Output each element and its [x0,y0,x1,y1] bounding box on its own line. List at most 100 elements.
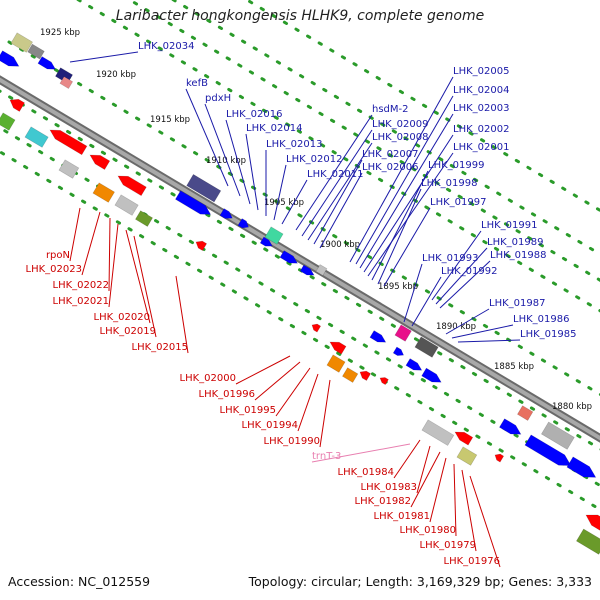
reverse-gene-label: LHK_01983 [361,482,417,493]
feature-block [541,421,575,450]
reverse-gene-label-leader [275,367,311,417]
reverse-gene-label: LHK_01982 [355,496,411,507]
forward-gene-label-leader [367,152,454,277]
reverse-gene-arrow [585,514,600,531]
forward-gene-arrow-shape [392,346,405,356]
feature-block [421,419,455,446]
feature-block [0,112,16,131]
reverse-gene-arrow [49,129,88,156]
feature-block-shape [0,112,16,131]
forward-gene-label: LHK_02034 [138,41,194,52]
reverse-gene-label: LHK_01990 [264,436,320,447]
reverse-gene-arrow [494,453,505,463]
position-tick-label: 1920 kbp [96,70,136,80]
reverse-gene-label: LHK_01984 [338,467,394,478]
forward-gene-label: LHK_02007 [362,149,418,160]
reverse-gene-label: LHK_02000 [180,373,236,384]
reverse-gene-label-leader [453,463,457,537]
forward-gene-label-leader [69,51,139,63]
forward-gene-arrow [421,367,442,383]
feature-block [414,336,439,358]
feature-block [135,210,153,227]
forward-gene-label-leader [457,339,521,343]
forward-gene-arrow-shape [299,264,315,276]
forward-gene-arrow-shape [421,367,442,383]
forward-gene-label-leader [383,207,431,287]
forward-gene-arrow-shape [259,236,273,247]
reverse-gene-arrow-shape [329,341,347,355]
feature-block-shape [186,174,222,203]
forward-gene-label: LHK_01987 [489,298,545,309]
forward-gene-label: LHK_02012 [286,154,342,165]
forward-gene-label: LHK_01997 [430,197,486,208]
forward-gene-label-leader [225,119,251,205]
track-guide-line [244,0,600,213]
forward-gene-label-leader [435,247,488,305]
forward-gene-arrow-shape [279,250,298,264]
track-guide-line [127,0,600,282]
feature-block [114,194,139,216]
reverse-gene-arrow-shape [89,154,111,170]
forward-gene-label: LHK_01989 [487,237,543,248]
reverse-gene-label: rpoN [46,250,70,261]
reverse-gene-arrow-shape [494,453,505,463]
forward-gene-label-leader [295,114,373,231]
forward-gene-label-leader [377,188,422,285]
reverse-gene-arrow-shape [454,431,474,446]
reverse-gene-arrow-shape [195,240,208,251]
feature-block-shape [315,264,328,276]
feature-block [92,182,115,203]
accession-label: Accession: NC_012559 [8,574,151,589]
forward-gene-label-leader [245,133,259,211]
feature-block [517,405,534,421]
feature-block-shape [92,182,115,203]
forward-gene-arrow [405,358,423,371]
reverse-gene-label: LHK_01995 [220,405,276,416]
feature-block-shape [135,210,153,227]
forward-gene-label-leader [349,76,454,263]
feature-block-shape [421,419,455,446]
forward-gene-label-leader [451,324,514,339]
forward-gene-arrow [219,208,233,219]
reverse-gene-label: LHK_01976 [444,556,500,567]
reverse-gene-label-leader [319,379,331,448]
forward-gene-arrow [566,456,597,478]
forward-gene-label-leader [445,308,490,335]
track-guide-line [75,0,600,313]
feature-block [58,159,80,179]
forward-gene-label-leader [439,260,491,309]
genome-summary: Topology: circular; Length: 3,169,329 bp… [248,574,592,589]
forward-gene-label: LHK_01985 [520,329,576,340]
forward-gene-label: hsdM-2 [372,104,409,115]
reverse-gene-label-leader [469,475,501,568]
forward-gene-arrow [499,418,522,435]
forward-gene-label-leader [313,159,363,245]
feature-block-shape [59,76,74,89]
feature-block [10,32,33,53]
feature-block [264,226,284,245]
reverse-gene-label-leader [108,217,111,292]
forward-gene-arrow-shape [175,190,212,215]
reverse-gene-label: LHK_01980 [400,525,456,536]
forward-gene-label: pdxH [205,93,231,104]
feature-block [576,528,600,555]
forward-gene-label-leader [307,142,373,241]
forward-gene-arrow [237,218,250,229]
reverse-gene-arrow [9,98,25,112]
reverse-gene-arrow [359,370,372,381]
feature-block-shape [541,421,575,450]
reverse-gene-label-leader [429,457,447,523]
forward-gene-label: LHK_02008 [372,132,428,143]
track-guide-line [7,40,600,397]
reverse-gene-arrow-shape [359,370,372,381]
forward-gene-arrow-shape [237,218,250,229]
reverse-gene-label-leader [235,355,291,385]
forward-gene-label-leader [359,113,454,269]
forward-gene-label: LHK_02005 [453,66,509,77]
forward-gene-label-leader [273,164,287,221]
forward-gene-arrow [0,50,20,67]
reverse-gene-arrow-shape [9,98,25,112]
reverse-gene-label-leader [108,223,119,308]
reverse-gene-label-leader [69,207,81,262]
reverse-gene-label-leader [81,211,101,276]
